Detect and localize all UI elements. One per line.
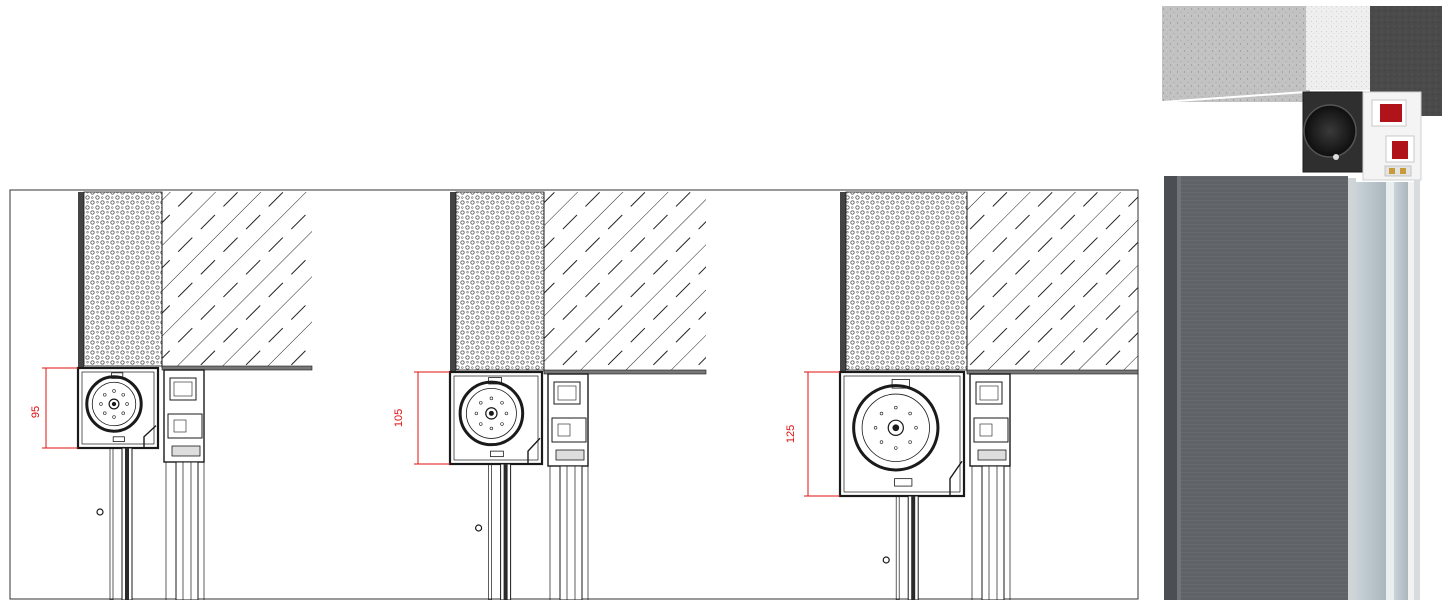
plaster-layer — [840, 192, 846, 372]
dimension-label-95: 95 — [30, 406, 42, 418]
guide-screw — [882, 556, 890, 564]
guide-screw — [96, 508, 104, 516]
axle — [887, 419, 904, 436]
glazing-unit — [559, 465, 583, 600]
insulation-layer — [455, 191, 545, 371]
shutter-slat — [911, 496, 916, 600]
lintel-edge — [161, 365, 313, 371]
section-detail-3 — [804, 191, 1139, 600]
plaster-layer — [450, 192, 456, 372]
shutter-curtain — [1164, 176, 1348, 600]
dimension-label-125: 125 — [785, 425, 797, 443]
red-gasket-profile — [1380, 104, 1402, 122]
lintel-edge — [966, 369, 1139, 375]
wall-hatch — [967, 192, 1138, 370]
insulation-layer — [83, 191, 163, 367]
lintel-edge — [543, 369, 707, 375]
shutter-slat — [125, 448, 129, 600]
section-detail-2 — [414, 191, 707, 600]
glazing-unit — [175, 461, 199, 600]
dimension-label-105: 105 — [393, 409, 405, 427]
glazing-unit — [981, 465, 1005, 600]
wall-hatch — [544, 192, 706, 370]
wall-hatch — [162, 192, 312, 366]
plaster-layer — [78, 192, 84, 368]
axle — [108, 398, 120, 410]
shutter-slat — [503, 464, 508, 600]
rendering-3d — [1161, 6, 1442, 600]
guide-screw — [475, 524, 483, 532]
insulation-layer — [845, 191, 968, 371]
section-detail-1 — [42, 191, 313, 600]
axle — [485, 407, 498, 420]
